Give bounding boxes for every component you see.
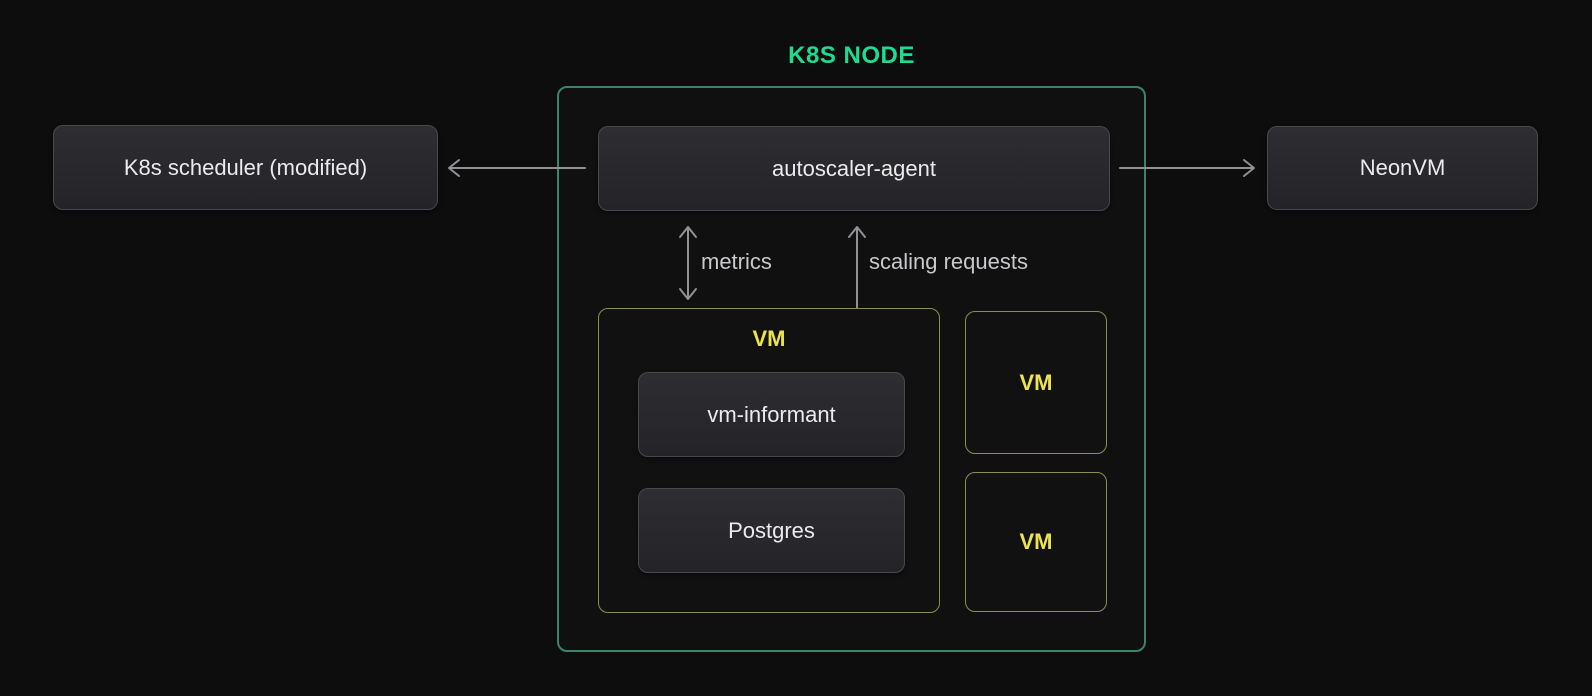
node-postgres: Postgres	[638, 488, 905, 573]
node-autoscaler-agent: autoscaler-agent	[598, 126, 1110, 211]
node-k8s-scheduler: K8s scheduler (modified)	[53, 125, 438, 210]
node-vm-informant: vm-informant	[638, 372, 905, 457]
k8s-node-title: K8S NODE	[788, 42, 915, 69]
node-autoscaler-agent-label: autoscaler-agent	[772, 155, 936, 181]
edge-label-metrics: metrics	[701, 249, 772, 274]
edge-label-scaling-requests: scaling requests	[869, 249, 1028, 274]
node-k8s-scheduler-label: K8s scheduler (modified)	[123, 154, 368, 180]
node-vm-main-label: VM	[752, 326, 786, 351]
node-vm-small-2-label: VM	[1019, 529, 1053, 554]
node-vm-informant-label: vm-informant	[707, 401, 836, 427]
node-postgres-label: Postgres	[728, 517, 815, 543]
node-neonvm-label: NeonVM	[1359, 155, 1446, 180]
node-vm-small-1: VM	[965, 311, 1107, 454]
node-neonvm: NeonVM	[1267, 126, 1538, 210]
node-vm-small-1-label: VM	[1019, 369, 1053, 395]
node-vm-small-2: VM	[965, 472, 1107, 612]
